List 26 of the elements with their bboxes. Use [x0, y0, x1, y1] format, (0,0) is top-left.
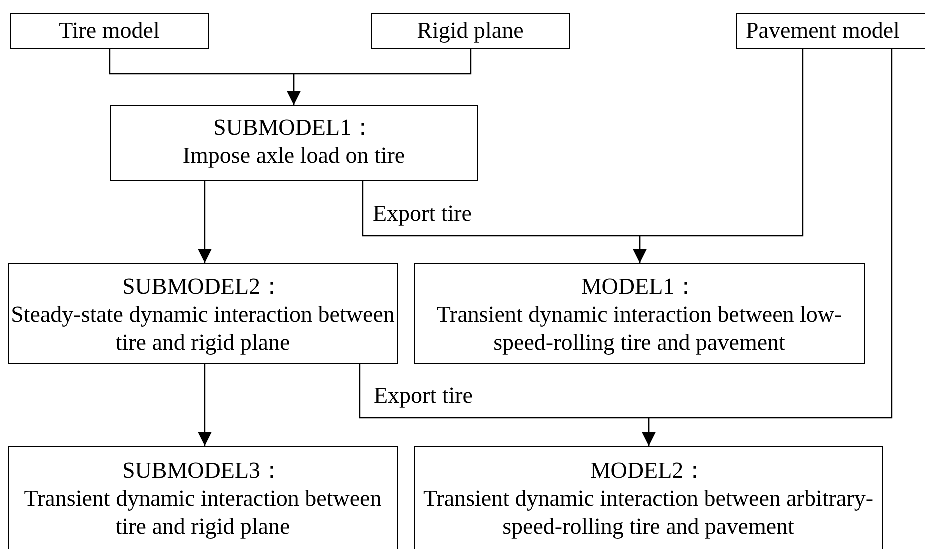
arrow — [198, 364, 212, 446]
arrow — [287, 49, 472, 105]
process-box — [414, 446, 883, 549]
box-heading: SUBMODEL2： — [121, 273, 284, 301]
box-text: Transient dynamic interaction between arbitrary-speed-rolling tire and pavement — [422, 485, 875, 541]
model-box — [10, 13, 209, 49]
box-text: Impose axle load on tire — [182, 142, 406, 170]
arrow — [633, 49, 804, 263]
box-heading: SUBMODEL3： — [121, 457, 284, 485]
box-heading: MODEL1： — [580, 273, 699, 301]
box-text: Pavement model — [746, 17, 900, 45]
box-text: Transient dynamic interaction between low-speed-rolling tire and pavement — [436, 301, 844, 357]
model-box — [371, 13, 570, 49]
process-box — [414, 263, 865, 364]
process-box — [8, 446, 398, 549]
arrow — [642, 49, 893, 446]
box-heading: MODEL2： — [589, 457, 708, 485]
process-box — [110, 105, 478, 181]
arrow — [198, 181, 212, 263]
box-text: Tire model — [59, 17, 160, 45]
model-box — [736, 13, 925, 49]
process-box — [8, 263, 398, 364]
box-text: Transient dynamic interaction between tire and rigid plane — [23, 485, 383, 541]
box-text: Steady-state dynamic interaction between tire and rigid plane — [10, 301, 396, 357]
box-heading: SUBMODEL1： — [212, 114, 376, 142]
box-text: Rigid plane — [417, 17, 524, 45]
